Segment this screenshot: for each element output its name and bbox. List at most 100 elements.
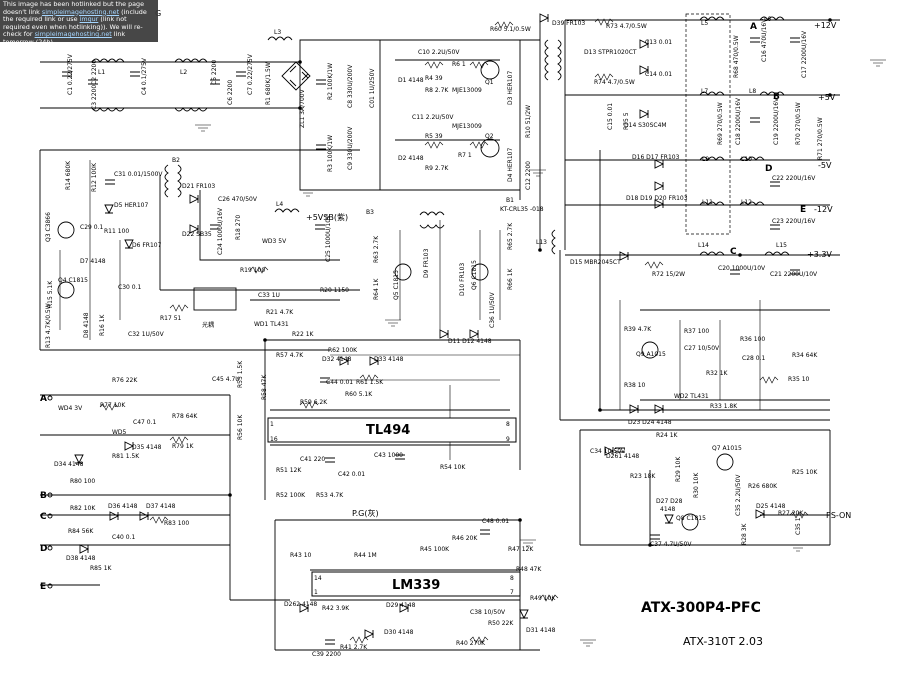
rail-plus5v: +5V (818, 93, 836, 102)
svg-text:R7 1: R7 1 (458, 152, 472, 159)
svg-text:1: 1 (314, 589, 318, 596)
svg-text:L14: L14 (698, 242, 709, 249)
svg-text:R43 10: R43 10 (290, 552, 312, 559)
svg-text:R61 1.5K: R61 1.5K (356, 379, 384, 386)
power-good-label: P.G(灰) (352, 508, 379, 518)
svg-text:C31 0.01/1500V: C31 0.01/1500V (114, 171, 163, 178)
svg-text:D37 4148: D37 4148 (146, 503, 176, 510)
svg-text:R49 10K: R49 10K (530, 595, 556, 602)
svg-text:C10 2.2U/50V: C10 2.2U/50V (418, 49, 460, 56)
svg-text:R5 39: R5 39 (425, 133, 443, 140)
svg-text:C35 2.2U/50V: C35 2.2U/50V (735, 474, 742, 516)
svg-text:D4 HER107: D4 HER107 (507, 148, 514, 182)
svg-text:9: 9 (506, 436, 510, 443)
svg-text:R64 1K: R64 1K (373, 277, 380, 300)
svg-text:C35 1: C35 1 (795, 517, 802, 535)
notice-text-4: link tomorrow (24h). (3, 30, 126, 46)
svg-text:L13: L13 (536, 239, 547, 246)
tl494-ic (267, 417, 517, 443)
svg-text:R41 2.7K: R41 2.7K (340, 644, 368, 651)
svg-text:C23 220U/16V: C23 220U/16V (772, 218, 816, 225)
tl494-label: TL494 (366, 423, 410, 438)
svg-text:16: 16 (270, 436, 278, 443)
svg-text:WD3 5V: WD3 5V (262, 238, 287, 245)
svg-text:R80 100: R80 100 (70, 478, 95, 485)
rail-minus5v: -5V (818, 161, 832, 170)
notice-text-1: This image has been hotlinked but the pa… (3, 0, 145, 16)
node-a-top: A (750, 22, 757, 32)
svg-text:C38 10/50V: C38 10/50V (470, 609, 506, 616)
svg-text:C5 2200: C5 2200 (211, 60, 218, 85)
svg-text:R36 100: R36 100 (740, 336, 765, 343)
notice-link-simpleimagehosting[interactable]: simpleimagehosting.net (41, 7, 120, 16)
svg-text:C14 0.01: C14 0.01 (645, 71, 672, 78)
svg-text:C45 4.7U: C45 4.7U (212, 376, 240, 383)
ps-on-label: PS-ON (826, 511, 851, 520)
svg-text:R26 680K: R26 680K (748, 483, 778, 490)
svg-text:L4: L4 (276, 201, 283, 208)
g-label: G (155, 9, 161, 18)
svg-text:R37 100: R37 100 (684, 328, 709, 335)
svg-text:B3: B3 (366, 209, 374, 216)
svg-text:L7: L7 (701, 88, 708, 95)
svg-text:R27 20K: R27 20K (778, 510, 804, 517)
svg-text:D38 4148: D38 4148 (66, 555, 96, 562)
schematic-subtitle: ATX-310T 2.03 (683, 635, 763, 648)
svg-text:R1 680K/1.5W: R1 680K/1.5W (265, 62, 272, 105)
svg-text:WD4 3V: WD4 3V (58, 405, 83, 412)
svg-text:L9: L9 (702, 156, 709, 163)
svg-text:C41 220: C41 220 (300, 456, 325, 463)
svg-text:R18 270: R18 270 (235, 215, 242, 240)
svg-text:R84 56K: R84 56K (68, 528, 94, 535)
svg-text:1: 1 (270, 421, 274, 428)
svg-text:R42 3.9K: R42 3.9K (322, 605, 350, 612)
svg-text:WD2 TL431: WD2 TL431 (674, 393, 709, 400)
svg-text:C21 2200U/10V: C21 2200U/10V (770, 271, 818, 278)
optocoupler (193, 287, 237, 311)
svg-text:R47 12K: R47 12K (508, 546, 534, 553)
svg-text:C27 10/50V: C27 10/50V (684, 345, 720, 352)
svg-text:C32 1U/50V: C32 1U/50V (128, 331, 165, 338)
svg-text:D14 S30SC4M: D14 S30SC4M (624, 122, 667, 129)
svg-text:C47 0.1: C47 0.1 (133, 419, 156, 426)
svg-text:R24 1K: R24 1K (656, 432, 679, 439)
svg-text:C19 2200U/16V: C19 2200U/16V (773, 97, 780, 145)
svg-text:D3 HER107: D3 HER107 (507, 71, 514, 105)
svg-text:D39 FR103: D39 FR103 (552, 20, 585, 27)
svg-text:R21 4.7K: R21 4.7K (266, 309, 294, 316)
svg-text:R23 18K: R23 18K (630, 473, 656, 480)
svg-text:D18 D19 D20 FR103: D18 D19 D20 FR103 (626, 195, 688, 202)
svg-text:D1 4148: D1 4148 (398, 77, 424, 84)
svg-text:C37 4.7U/50V: C37 4.7U/50V (650, 541, 692, 548)
notice-link-simpleimagehosting-2[interactable]: simpleimagehosting.net (34, 30, 112, 39)
svg-text:D5 HER107: D5 HER107 (114, 202, 148, 209)
svg-text:R13 4.7K/0.5W: R13 4.7K/0.5W (45, 303, 52, 348)
svg-text:C29 0.1: C29 0.1 (80, 224, 103, 231)
node-b-left: B (40, 491, 47, 501)
svg-text:R69 270/0.5W: R69 270/0.5W (717, 102, 724, 145)
svg-text:D13 STPR1020CT: D13 STPR1020CT (584, 49, 637, 56)
svg-text:L3: L3 (274, 29, 281, 36)
node-c-top: C (730, 247, 737, 257)
svg-text:4148: 4148 (660, 506, 675, 513)
rail-plus3v3: +3.3V (807, 250, 832, 259)
svg-text:C25 1000U/10V: C25 1000U/10V (325, 214, 332, 262)
svg-text:Q4 C1815: Q4 C1815 (58, 277, 88, 284)
svg-text:R19 100: R19 100 (240, 267, 265, 274)
svg-text:R35 10: R35 10 (788, 376, 810, 383)
notice-link-imgur[interactable]: imgur (79, 15, 99, 24)
svg-text:Q2: Q2 (485, 133, 494, 140)
svg-text:L11: L11 (702, 199, 713, 206)
svg-text:R25 10K: R25 10K (792, 469, 818, 476)
svg-text:C6 2200: C6 2200 (227, 80, 234, 105)
svg-text:D36 4148: D36 4148 (108, 503, 138, 510)
transistor-symbols (57, 60, 734, 531)
rail-minus12v: -12V (814, 205, 833, 214)
svg-text:R52 100K: R52 100K (276, 492, 306, 499)
svg-text:R59 6.2K: R59 6.2K (300, 399, 328, 406)
svg-text:L15: L15 (776, 242, 787, 249)
svg-text:14: 14 (314, 575, 322, 582)
svg-text:R48 47K: R48 47K (516, 566, 542, 573)
output-inductor-dashed-box (685, 13, 731, 235)
inductor-coils (91, 16, 790, 256)
